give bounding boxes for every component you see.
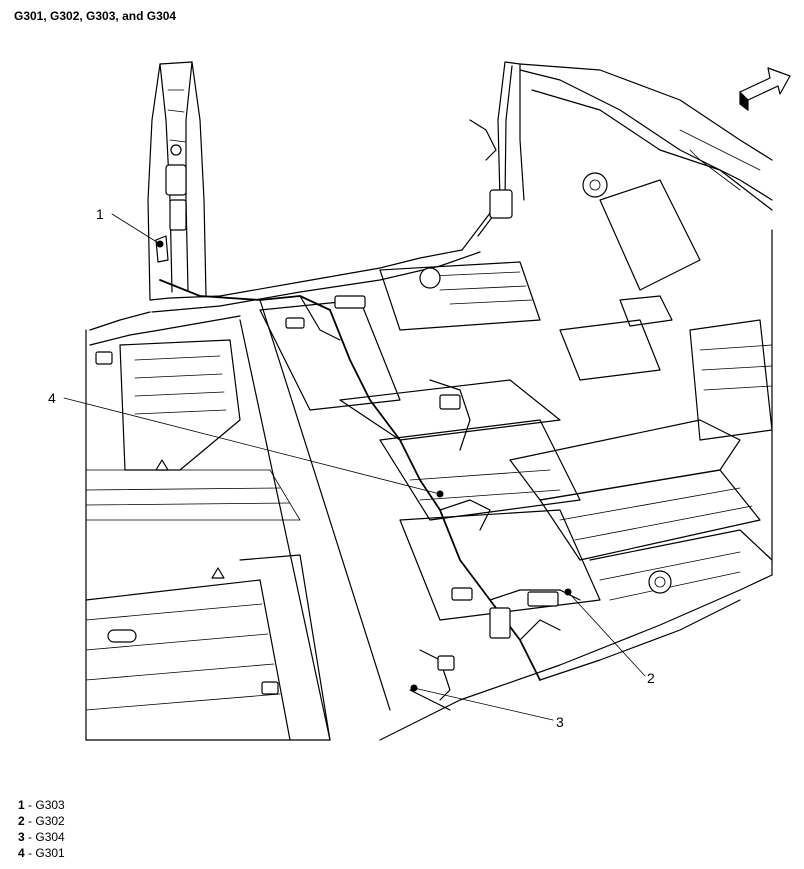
legend-number: 1 — [18, 798, 25, 812]
callout-4-number: 4 — [48, 390, 56, 406]
callout-2-leader — [567, 591, 646, 677]
wiring-harness — [95, 279, 741, 711]
center-floor-ribs — [259, 261, 601, 621]
legend-label: G304 — [35, 830, 65, 844]
left-pillar — [147, 61, 207, 301]
floor-pan-outline — [85, 229, 773, 741]
legend-number: 4 — [18, 846, 25, 860]
legend-label: G301 — [35, 846, 65, 860]
forward-arrow-icon — [739, 67, 791, 111]
legend-item: 3 - G304 — [18, 830, 65, 844]
ground-points — [156, 240, 572, 692]
callout-3-leader — [413, 687, 554, 721]
callout-1-number: 1 — [96, 206, 104, 222]
legend: 1 - G303 2 - G302 3 - G304 4 - G301 — [18, 797, 65, 861]
legend-item: 2 - G302 — [18, 814, 65, 828]
rear-body-edge — [89, 249, 481, 346]
callouts: 1 2 3 4 — [48, 206, 655, 730]
callout-4-leader — [63, 397, 441, 495]
legend-number: 2 — [18, 814, 25, 828]
legend-item: 4 - G301 — [18, 846, 65, 860]
left-floor-ribs — [85, 339, 331, 741]
right-pillar — [461, 61, 773, 251]
callout-2-number: 2 — [647, 670, 655, 686]
rear-floor-riser — [509, 179, 773, 601]
legend-label: G303 — [35, 798, 65, 812]
legend-item: 1 - G303 — [18, 798, 65, 812]
page-title: G301, G302, G303, and G304 — [14, 9, 177, 23]
legend-label: G302 — [35, 814, 65, 828]
callout-3-number: 3 — [556, 714, 564, 730]
callout-1-leader — [111, 213, 161, 245]
legend-number: 3 — [18, 830, 25, 844]
